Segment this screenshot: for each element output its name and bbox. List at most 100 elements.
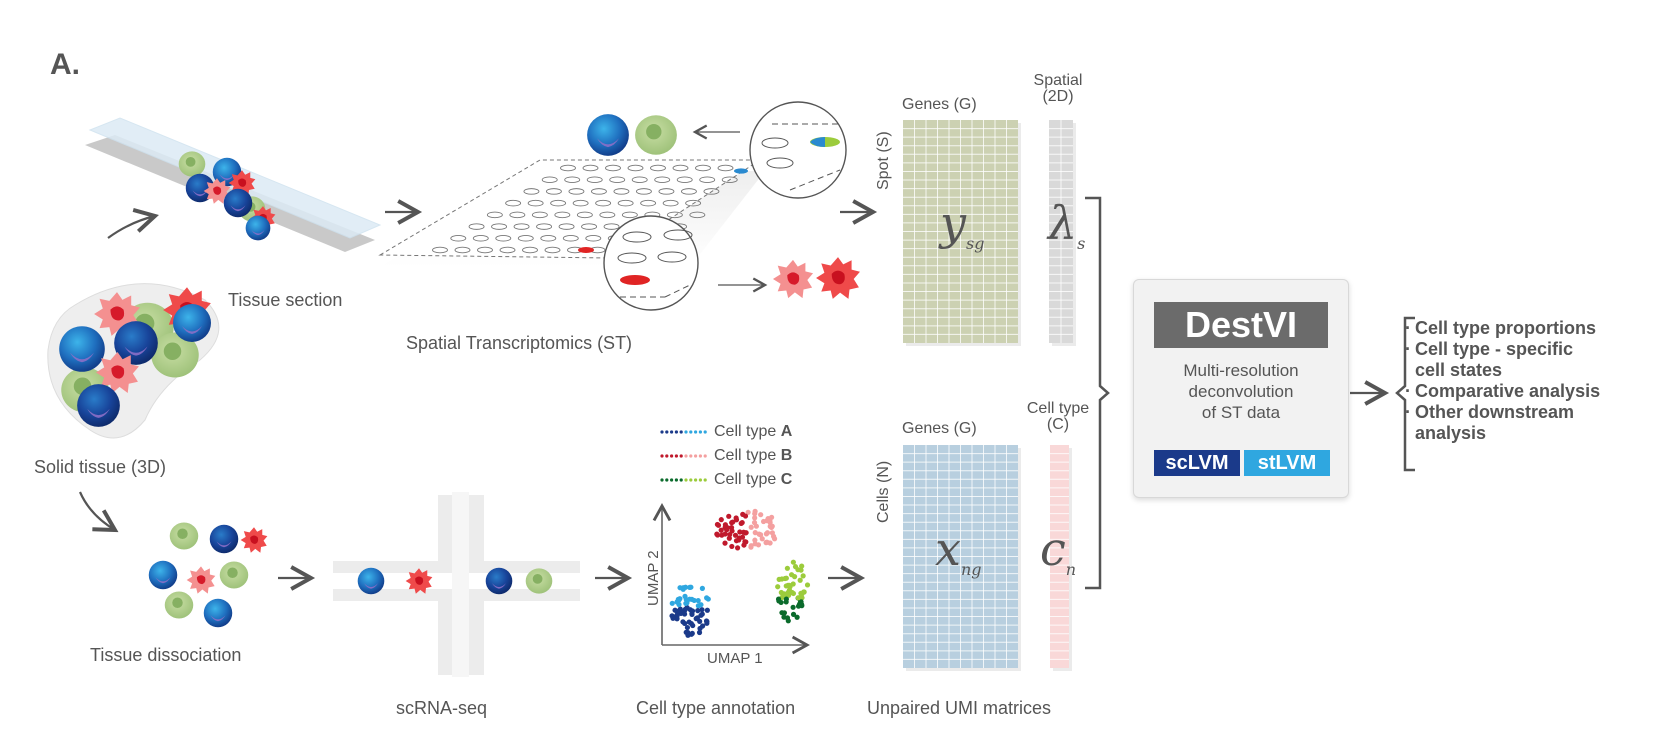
umap-point	[799, 563, 805, 569]
st-spot	[680, 188, 697, 195]
output-line: Cell type - specific	[1415, 339, 1574, 359]
st-spot	[627, 164, 644, 172]
st-spot	[599, 211, 616, 219]
umap-point	[704, 620, 710, 626]
umap-point	[798, 602, 805, 608]
st-spot	[676, 176, 693, 183]
legend-dot	[670, 454, 674, 458]
st-spot	[654, 176, 671, 183]
umap-point	[790, 604, 796, 610]
st-spot	[558, 223, 575, 230]
st-spot	[522, 246, 538, 254]
legend-prefix: Cell type	[714, 447, 777, 464]
umap-point	[790, 590, 797, 597]
st-spot	[631, 176, 648, 183]
solid-tissue-blob	[47, 283, 220, 439]
legend-dot	[674, 430, 678, 434]
legend-dot	[689, 454, 693, 458]
st-spot	[550, 199, 567, 207]
umap-point	[685, 632, 691, 638]
umap-point	[748, 543, 754, 549]
st-spot	[491, 223, 508, 230]
legend-dot	[674, 454, 678, 458]
umap-point	[790, 611, 797, 617]
legend-dot	[684, 454, 688, 458]
legend-dot	[703, 478, 707, 482]
legend-dots-a	[660, 430, 707, 434]
umap-point	[730, 519, 736, 525]
output-item: Comparative analysis	[1405, 381, 1600, 402]
umap-point	[792, 564, 799, 570]
st-spot	[450, 235, 467, 242]
umap-point	[669, 613, 675, 619]
umap-point	[784, 615, 791, 621]
legend-item-b: Cell type B	[660, 444, 792, 468]
umap-point	[682, 606, 689, 612]
legend-dot	[665, 454, 669, 458]
legend-dot	[694, 430, 698, 434]
umap-point	[758, 512, 764, 518]
legend-dot	[694, 478, 698, 482]
umap-point	[797, 577, 803, 583]
umap-point	[683, 600, 689, 607]
st-spot	[635, 188, 652, 195]
matrix-lambda	[1049, 120, 1076, 346]
umap-xlabel: UMAP 1	[707, 650, 763, 667]
st-spot	[581, 223, 598, 230]
tissue-section-label: Tissue section	[228, 290, 343, 310]
st-spot	[477, 246, 493, 254]
st-spot	[554, 211, 571, 219]
legend-letter: A	[780, 423, 793, 440]
umap-point	[693, 616, 699, 622]
legend-dot	[698, 430, 702, 434]
st-spot	[666, 211, 683, 219]
st-spot	[560, 164, 576, 172]
st-spot	[576, 211, 593, 219]
legend-dot	[703, 430, 707, 434]
umap-point	[790, 559, 796, 565]
umap-point	[775, 596, 782, 602]
umap-point	[784, 565, 790, 571]
umap-point	[757, 532, 764, 538]
st-spot	[562, 235, 579, 242]
umap-point	[790, 581, 796, 587]
legend-dot	[679, 454, 683, 458]
magnifier-top	[749, 101, 847, 199]
umap-point	[675, 596, 681, 602]
ysg-col-label: Genes (G)	[902, 96, 977, 113]
umap-point	[704, 607, 710, 613]
red-cell-icon	[772, 259, 814, 299]
umap-ylabel: UMAP 2	[645, 550, 662, 606]
umap-point	[736, 537, 742, 543]
legend-dot	[703, 454, 707, 458]
umap-point	[776, 576, 782, 582]
ysg-symbol-main: y	[940, 196, 966, 250]
umap-point	[684, 624, 691, 631]
red-cell-icon	[816, 257, 860, 299]
legend-prefix: Cell type	[714, 471, 777, 488]
umap-point	[714, 531, 720, 537]
st-spot	[468, 223, 485, 230]
umap-point	[726, 513, 732, 519]
st-spot	[650, 164, 666, 172]
legend-dot	[689, 478, 693, 482]
cell-type-annotation-label: Cell type annotation	[636, 698, 796, 718]
st-spot	[495, 235, 512, 242]
st-spot	[540, 235, 557, 242]
umap-point	[674, 608, 680, 614]
umap-plot	[652, 503, 811, 655]
xng-symbol: xng	[935, 522, 982, 579]
output-line: Cell type proportions	[1415, 318, 1597, 338]
st-spot	[662, 199, 679, 207]
legend-dot	[670, 430, 674, 434]
unpaired-umi-label: Unpaired UMI matrices	[867, 698, 1052, 718]
legend-dots-c	[660, 478, 707, 482]
blue-cell-icon	[587, 114, 629, 156]
legend-letter: C	[780, 471, 793, 488]
xng-col-label: Genes (G)	[902, 420, 977, 437]
cn-symbol: cn	[1040, 522, 1076, 579]
umap-legend: Cell type A Cell type B Cell type C	[660, 420, 792, 492]
umap-point	[782, 575, 788, 582]
